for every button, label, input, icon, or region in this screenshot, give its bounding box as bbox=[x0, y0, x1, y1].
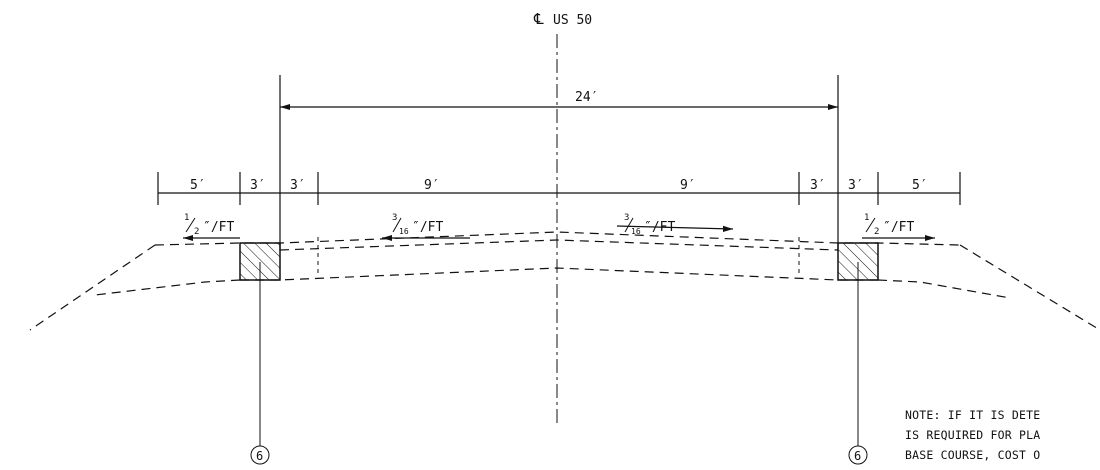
slope-left-shoulder: 1 2 ″/FT bbox=[183, 213, 240, 241]
dim-left-mid: 3′ bbox=[250, 178, 266, 193]
slope-left-lane-num: 3 bbox=[392, 213, 397, 223]
overall-width-label: 24′ bbox=[575, 90, 598, 105]
pavement-layer-mid bbox=[279, 239, 839, 251]
slope-right-lane-den: 16 bbox=[631, 227, 641, 236]
dim-left-outer: 5′ bbox=[190, 178, 206, 193]
slope-right-shoulder-num: 1 bbox=[864, 213, 869, 223]
slope-left-shoulder-den: 2 bbox=[194, 227, 199, 237]
slope-left-lane-unit: ″/FT bbox=[412, 220, 443, 235]
callout-right-circle bbox=[848, 445, 868, 465]
dim-right-inner: 3′ bbox=[810, 178, 826, 193]
slope-right-shoulder-den: 2 bbox=[874, 227, 879, 237]
dim-left-inner: 3′ bbox=[290, 178, 306, 193]
overall-arrow-left bbox=[280, 104, 290, 110]
slope-right-lane: 3 16 ″/FT bbox=[616, 213, 734, 236]
dim-right-outer: 5′ bbox=[912, 178, 928, 193]
callout-left-circle bbox=[250, 445, 270, 465]
slope-left-shoulder-unit: ″/FT bbox=[203, 220, 234, 235]
note-line-2: IS REQUIRED FOR PLA bbox=[905, 428, 1040, 442]
pavement-layer-base bbox=[240, 267, 878, 281]
note-line-3: BASE COURSE, COST O bbox=[905, 448, 1040, 462]
slope-right-shoulder: 1 2 ″/FT bbox=[862, 213, 935, 241]
dim-right-mid: 3′ bbox=[848, 178, 864, 193]
slope-right-lane-num: 3 bbox=[624, 213, 629, 223]
side-slope-left bbox=[29, 244, 156, 331]
side-slope-left-lower bbox=[94, 279, 241, 296]
dim-right-lane: 9′ bbox=[680, 178, 696, 193]
slope-left-shoulder-num: 1 bbox=[184, 213, 189, 223]
overall-arrow-right bbox=[828, 104, 838, 110]
segment-ticks bbox=[157, 172, 961, 205]
dim-left-lane: 9′ bbox=[424, 178, 440, 193]
callout-right-label: 6 bbox=[854, 449, 861, 463]
side-slope-right bbox=[959, 244, 1100, 331]
callout-left-label: 6 bbox=[256, 449, 263, 463]
slope-left-lane-den: 16 bbox=[399, 227, 409, 236]
centerline-symbol: ℄ bbox=[533, 10, 544, 28]
side-slope-right-lower bbox=[877, 279, 1011, 299]
centerline-label: US 50 bbox=[553, 13, 592, 28]
slope-right-shoulder-unit: ″/FT bbox=[883, 220, 914, 235]
edge-line-ticks bbox=[317, 237, 800, 275]
note-line-1: NOTE: IF IT IS DETE bbox=[905, 408, 1040, 422]
